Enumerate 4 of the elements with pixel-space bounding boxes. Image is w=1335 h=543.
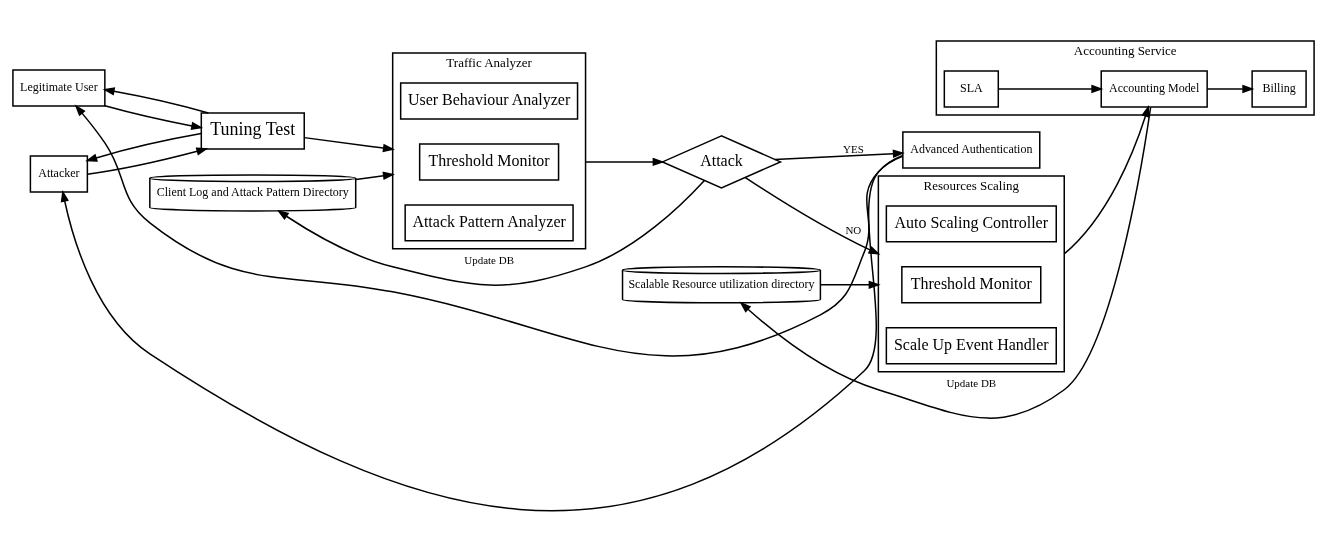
edge-label: NO [845, 223, 862, 236]
edge-label: Update DB [464, 253, 514, 266]
edge-label: YES [843, 142, 864, 155]
edge-label: Update DB [946, 376, 997, 389]
